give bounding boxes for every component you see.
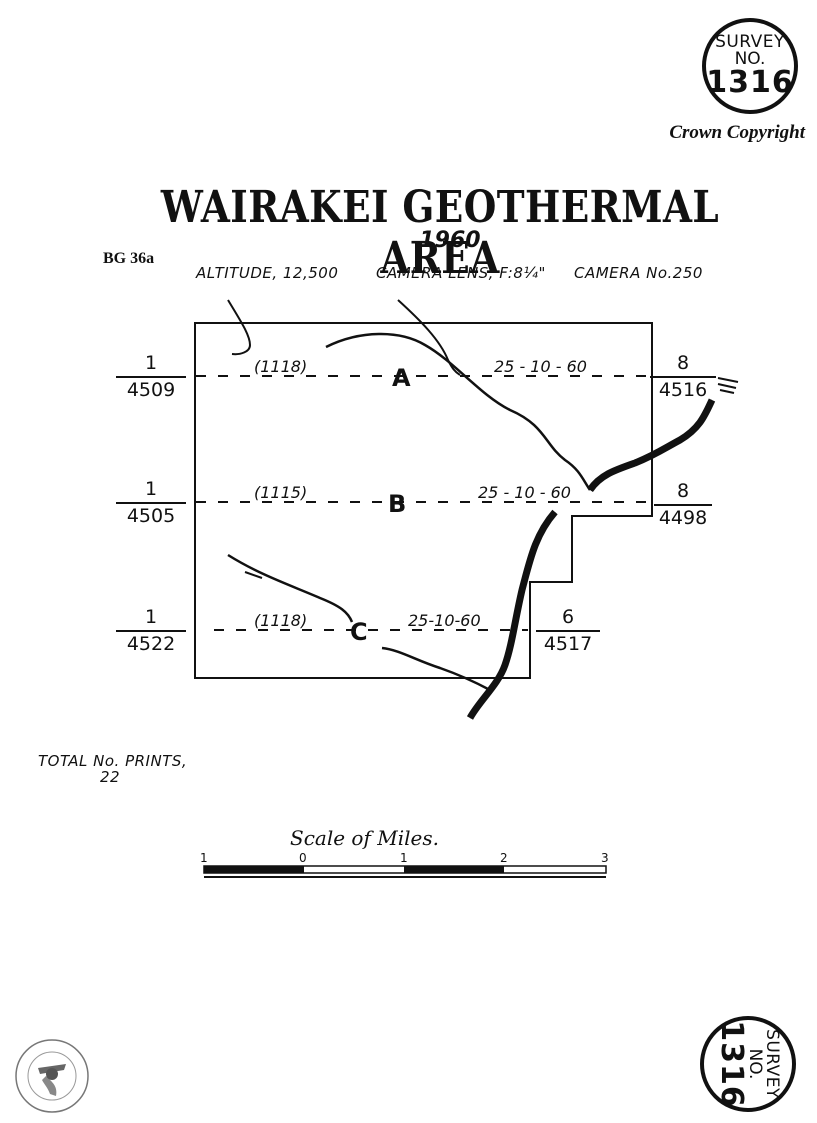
- frame-b-left-num: 1: [144, 478, 158, 500]
- scale-tick-label: 1: [200, 851, 208, 865]
- frame-b-right-num: 8: [676, 480, 690, 502]
- camera-lens-text: CAMERA LENS, F:8¼": [376, 264, 546, 282]
- seal-no-text: NO.: [734, 49, 766, 69]
- road-end-mark: [717, 377, 739, 394]
- camera-number-text: CAMERA No.250: [574, 264, 703, 282]
- frame-range-a-right: 8 4516: [650, 354, 716, 400]
- strip-c-letter: C: [350, 618, 368, 646]
- scale-tick-label: 2: [500, 851, 508, 865]
- scale-bar-segment-3: [404, 866, 504, 873]
- frame-b-right-den: 4498: [654, 504, 712, 528]
- survey-seal-bottom: SURVEY NO. 1316: [700, 1016, 796, 1112]
- strip-a-label: (1118): [254, 357, 308, 376]
- altitude-text: ALTITUDE, 12,500: [196, 264, 339, 282]
- frame-range-b-left: 1 4505: [116, 480, 186, 526]
- frame-c-right-num: 6: [561, 606, 575, 628]
- stream-main: [325, 332, 592, 491]
- stream-west-a: [227, 299, 252, 356]
- strip-a-date: 25 - 10 - 60: [494, 357, 587, 376]
- scale-bar-segment-1: [204, 866, 304, 873]
- scale-tick-label: 1: [400, 851, 408, 865]
- strip-a-letter: A: [392, 364, 411, 392]
- frame-a-left-den: 4509: [116, 376, 186, 400]
- scale-tick-label: 0: [299, 851, 307, 865]
- strip-b-letter: B: [388, 490, 407, 518]
- stream-tributary-a: [397, 299, 461, 376]
- scale-title: Scale of Miles.: [290, 826, 439, 850]
- strip-c-date: 25-10-60: [408, 611, 481, 630]
- survey-boundary: [194, 322, 653, 679]
- stream-west-c-branch: [244, 571, 263, 579]
- frame-c-left-den: 4522: [116, 630, 186, 654]
- reference-code: BG 36a: [103, 250, 155, 267]
- map-title: WAIRAKEI GEOTHERMAL AREA: [160, 182, 720, 284]
- seal-number: 1316: [706, 65, 794, 100]
- scale-tick-label: 3: [601, 851, 609, 865]
- frame-range-c-right: 6 4517: [536, 608, 600, 654]
- frame-range-a-left: 1 4509: [116, 354, 186, 400]
- seal-survey-text: SURVEY: [715, 32, 785, 52]
- total-prints-count: 22: [100, 768, 121, 786]
- strip-c-label: (1118): [254, 611, 308, 630]
- frame-c-left-num: 1: [144, 606, 158, 628]
- stream-west-c: [227, 553, 354, 623]
- frame-range-c-left: 1 4522: [116, 608, 186, 654]
- frame-a-left-num: 1: [144, 352, 158, 374]
- survey-seal-top: SURVEY NO. 1316: [702, 18, 798, 114]
- total-prints-label: TOTAL No. PRINTS,: [38, 752, 188, 770]
- seal-survey-text: SURVEY: [762, 1029, 782, 1099]
- seal-number: 1316: [714, 1020, 749, 1108]
- frame-c-right-den: 4517: [536, 630, 600, 654]
- frame-range-b-right: 8 4498: [654, 482, 712, 528]
- nz-aerial-mapping-logo: [15, 1039, 89, 1113]
- crown-copyright: Crown Copyright: [669, 122, 805, 143]
- strip-b-label: (1115): [254, 483, 308, 502]
- frame-a-right-num: 8: [676, 352, 690, 374]
- frame-a-right-den: 4516: [650, 376, 716, 400]
- frame-b-left-den: 4505: [116, 502, 186, 526]
- road-north-east-hatch: [588, 399, 714, 492]
- road-south-hatch: [468, 510, 557, 719]
- map-year: 1960: [419, 228, 481, 253]
- stream-south: [381, 646, 491, 692]
- strip-b-date: 25 - 10 - 60: [478, 483, 571, 502]
